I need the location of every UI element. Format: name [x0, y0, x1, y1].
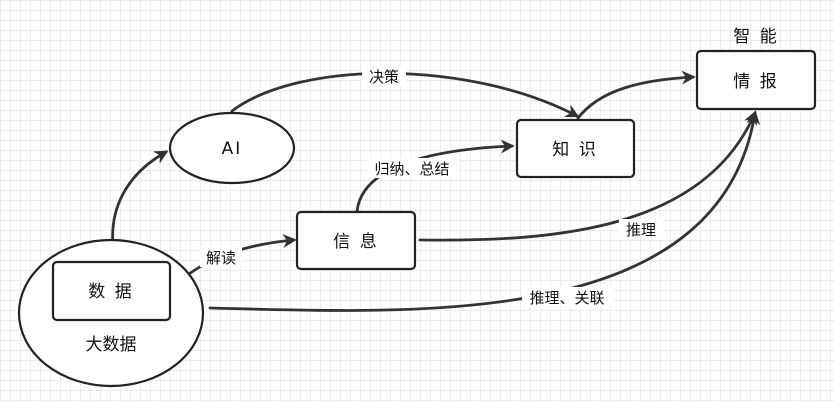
node-data[interactable]: [51, 260, 172, 322]
node-information[interactable]: [295, 210, 417, 271]
edge-label-decision: 决策: [369, 68, 399, 86]
edge-data-to-ai: [111, 150, 169, 247]
edge-label-reasoning: 推理: [626, 221, 656, 239]
node-intelligence[interactable]: [695, 49, 817, 111]
edge-label-interpret: 解读: [206, 249, 236, 267]
edge-label-reasoning-association: 推理、关联: [529, 289, 604, 307]
node-big-data-label: 大数据: [86, 335, 137, 355]
edge-label-induce-summarize: 归纳、总结: [374, 160, 449, 178]
node-knowledge-label: 知 识: [552, 140, 597, 160]
node-knowledge[interactable]: [515, 118, 636, 179]
node-data-label: 数 据: [88, 282, 133, 302]
edge-knowledge-to-intelligence: [576, 70, 696, 120]
node-ai[interactable]: [168, 111, 296, 185]
edge-information-to-knowledge: [355, 139, 515, 213]
node-ai-label: AI: [222, 139, 243, 159]
intelligence-group-label: 智 能: [733, 27, 778, 47]
node-intelligence-label: 情 报: [733, 72, 778, 92]
node-information-label: 信 息: [333, 232, 378, 252]
